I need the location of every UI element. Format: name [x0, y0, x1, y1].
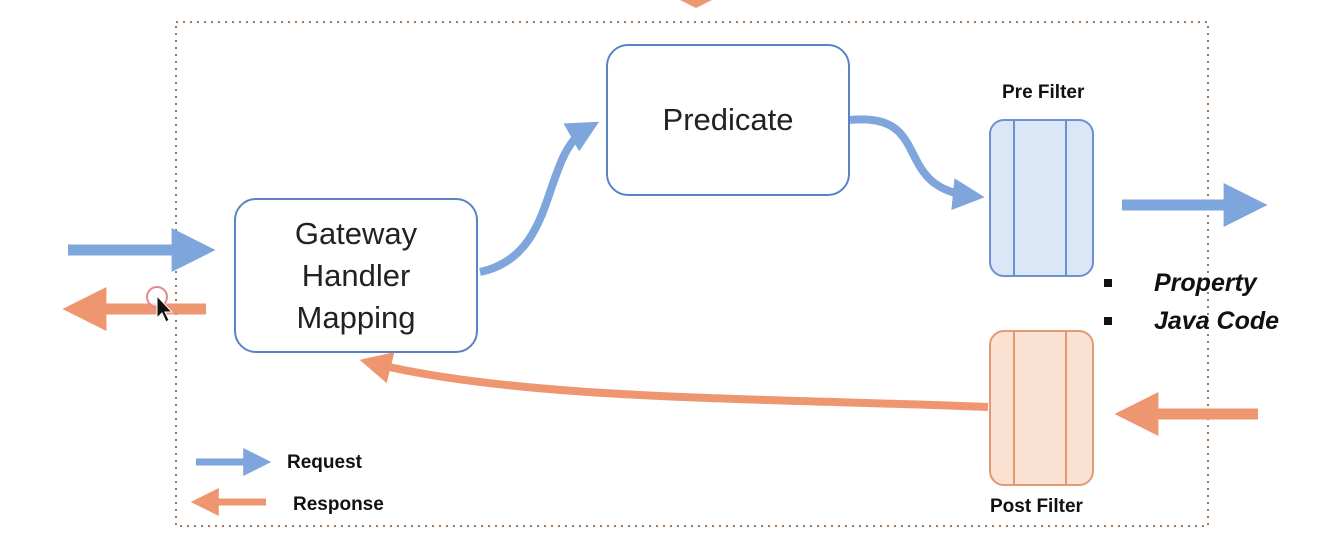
predicate-to-prefilter-arrow: [849, 115, 985, 211]
pre-filter-label: Pre Filter: [1002, 82, 1085, 103]
gateway-boundary-frame: [175, 21, 1209, 527]
predicate-box: Predicate: [606, 44, 850, 196]
gateway-handler-mapping-box: Gateway Handler Mapping: [234, 198, 478, 353]
bullet-item-java-code: Java Code: [1104, 302, 1279, 340]
filter-options-list: Property Java Code: [1104, 264, 1279, 340]
bullet-mark: [1104, 317, 1112, 325]
post-filter-shape: [989, 330, 1094, 486]
mouse-cursor: [146, 286, 174, 323]
postfilter-to-mapping-arrow: [359, 352, 989, 411]
gateway-handler-mapping-label: Gateway Handler Mapping: [294, 215, 418, 335]
partial-arrow-top: [680, 0, 712, 8]
bullet-text-property: Property: [1154, 268, 1257, 297]
post-filter-label: Post Filter: [990, 496, 1083, 517]
pre-filter-shape: [989, 119, 1094, 277]
legend-response-label: Response: [293, 494, 384, 515]
bullet-mark: [1104, 279, 1112, 287]
mapping-to-predicate-arrow: [479, 121, 600, 276]
bullet-text-java-code: Java Code: [1154, 306, 1280, 335]
predicate-label: Predicate: [662, 102, 794, 137]
legend-request-label: Request: [287, 452, 362, 473]
bullet-item-property: Property: [1104, 264, 1279, 302]
